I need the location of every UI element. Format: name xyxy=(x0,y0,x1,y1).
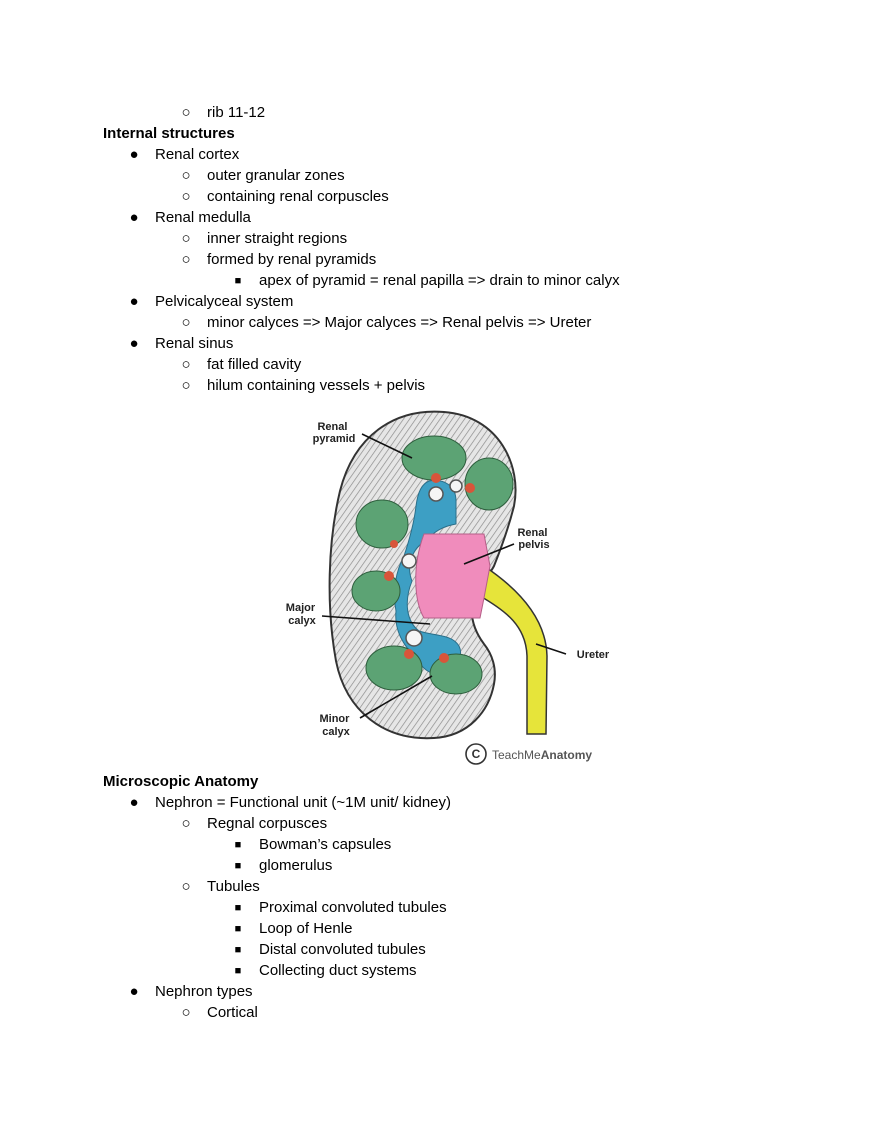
bullet-dot: ● xyxy=(129,335,139,352)
list-item: Cortical xyxy=(207,1004,258,1021)
list-item: minor calyces => Major calyces => Renal … xyxy=(207,314,592,331)
bullet-square: ■ xyxy=(234,923,242,935)
list-item: Loop of Henle xyxy=(259,920,353,937)
copyright-icon xyxy=(465,743,487,765)
copyright-symbol: C xyxy=(472,747,481,761)
bullet-square: ■ xyxy=(234,902,242,914)
bullet-circle: ○ xyxy=(181,878,191,895)
bullet-circle: ○ xyxy=(181,104,191,121)
list-item: formed by renal pyramids xyxy=(207,251,377,268)
bullet-circle: ○ xyxy=(181,815,191,832)
bullet-dot: ● xyxy=(129,146,139,163)
bullet-square: ■ xyxy=(234,839,242,851)
bullet-circle: ○ xyxy=(181,314,191,331)
bullet-circle: ○ xyxy=(181,188,191,205)
watermark-brand-bold: Anatomy xyxy=(541,748,593,762)
renal-papilla xyxy=(384,473,475,663)
bullet-circle: ○ xyxy=(181,356,191,373)
list-item: Nephron types xyxy=(155,983,253,1000)
section-heading-internal: Internal structures xyxy=(103,125,235,142)
label-renal-pelvis: Renal pelvis xyxy=(517,527,550,551)
list-item: rib 11-12 xyxy=(207,104,266,121)
bullet-square: ■ xyxy=(234,965,242,977)
list-item: Renal medulla xyxy=(155,209,251,226)
pointer-ureter xyxy=(535,643,567,655)
bullet-circle: ○ xyxy=(181,377,191,394)
list-item: glomerulus xyxy=(259,857,333,874)
list-item: hilum containing vessels + pelvis xyxy=(207,377,426,394)
list-item: Tubules xyxy=(207,878,260,895)
bullet-dot: ● xyxy=(129,983,139,1000)
bullet-circle: ○ xyxy=(181,230,191,247)
watermark-brand-plain: TeachMe xyxy=(492,748,541,762)
bullet-circle: ○ xyxy=(181,167,191,184)
list-item: apex of pyramid = renal papilla => drain… xyxy=(259,272,620,289)
bullet-square: ■ xyxy=(234,860,242,872)
pointer-major xyxy=(321,615,431,625)
bullet-dot: ● xyxy=(129,293,139,310)
renal-pyramid xyxy=(351,435,514,695)
svg-text:TeachMeAnatomy: TeachMeAnatomy xyxy=(492,748,592,762)
kidney-diagram: Renal pyramid Renal pelvis Major calyx U… xyxy=(284,406,624,768)
list-item: Renal cortex xyxy=(155,146,240,163)
list-item: Collecting duct systems xyxy=(259,962,417,979)
section-heading-microscopic: Microscopic Anatomy xyxy=(103,773,259,790)
teachmeanatomy-watermark: C TeachMeAnatomy xyxy=(465,743,592,765)
list-item: Distal convoluted tubules xyxy=(259,941,426,958)
list-item: Renal sinus xyxy=(155,335,234,352)
list-item: containing renal corpuscles xyxy=(207,188,389,205)
list-item: Pelvicalyceal system xyxy=(155,293,294,310)
list-item: Nephron = Functional unit (~1M unit/ kid… xyxy=(155,794,451,811)
label-minor-calyx: Minor calyx xyxy=(319,713,352,738)
list-item: fat filled cavity xyxy=(207,356,302,373)
pointer-pelvis xyxy=(463,543,515,565)
label-major-calyx: Major calyx xyxy=(286,602,318,627)
bullet-square: ■ xyxy=(234,275,242,287)
pointer-pyramid xyxy=(361,433,413,459)
list-item: Proximal convoluted tubules xyxy=(259,899,447,916)
bullet-circle: ○ xyxy=(181,251,191,268)
list-item: outer granular zones xyxy=(207,167,345,184)
renal-pelvis xyxy=(415,533,491,619)
list-item: inner straight regions xyxy=(207,230,348,247)
bullet-dot: ● xyxy=(129,794,139,811)
label-ureter: Ureter xyxy=(577,649,610,661)
bullet-dot: ● xyxy=(129,209,139,226)
vessel-cross-section xyxy=(401,479,463,647)
list-item: Bowman’s capsules xyxy=(259,836,392,853)
pointer-minor xyxy=(359,675,433,719)
ureter xyxy=(479,564,548,735)
label-renal-pyramid: Renal pyramid xyxy=(313,421,356,445)
bullet-square: ■ xyxy=(234,944,242,956)
list-item: Regnal corpusces xyxy=(207,815,328,832)
bullet-circle: ○ xyxy=(181,1004,191,1021)
